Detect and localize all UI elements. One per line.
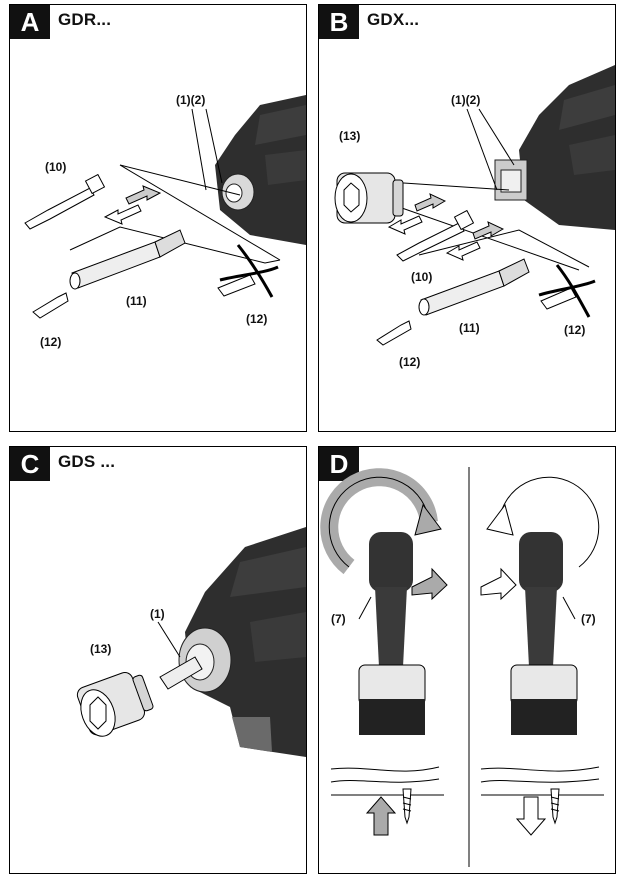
label-1-2: (1)(2) — [451, 93, 481, 107]
direction-arrow-icon — [445, 221, 505, 261]
screwdriver-bit-icon — [396, 209, 475, 262]
label-1-2: (1)(2) — [176, 93, 206, 107]
label-13: (13) — [339, 129, 361, 143]
drill-forward-illustration — [320, 468, 448, 836]
panel-c: C GDS ... (1) (13) — [9, 446, 307, 874]
label-13: (13) — [90, 642, 112, 656]
socket-icon — [76, 672, 154, 737]
label-11: (11) — [126, 294, 147, 308]
label-11: (11) — [459, 321, 480, 335]
panel-b-letter: B — [319, 5, 359, 39]
screwdriver-bit-icon — [32, 292, 69, 319]
direction-arrow-icon — [515, 796, 547, 836]
screwdriver-bit-icon — [376, 320, 412, 346]
screwdriver-bit-icon — [24, 173, 106, 230]
rotation-arrow-icon — [486, 468, 608, 575]
bit-holder-icon — [69, 229, 186, 290]
label-12: (12) — [40, 335, 62, 349]
cross-out-icon — [538, 264, 596, 318]
panel-d: D — [318, 446, 616, 874]
impact-driver-head-illustration — [494, 65, 615, 230]
panel-d-illustration — [320, 467, 608, 867]
label-10: (10) — [45, 160, 67, 174]
impact-driver-head-illustration — [178, 527, 306, 757]
socket-icon — [334, 172, 404, 224]
panel-c-illustration — [76, 527, 306, 757]
direction-arrow-icon — [480, 567, 517, 601]
label-7-right: (7) — [581, 612, 596, 626]
label-12-right: (12) — [564, 323, 586, 337]
rotation-arrow-icon — [320, 468, 442, 575]
panel-c-letter: C — [10, 447, 50, 481]
screw-icon — [550, 788, 560, 825]
direction-arrow-icon — [411, 567, 448, 601]
panel-b-title: GDX... — [367, 10, 420, 29]
direction-arrow-icon — [387, 193, 447, 235]
direction-arrow-icon — [103, 185, 162, 225]
panel-b: B GDX... — [318, 4, 616, 432]
panel-c-title: GDS ... — [58, 452, 116, 471]
panel-a-title: GDR... — [58, 10, 112, 29]
label-12: (12) — [399, 355, 421, 369]
drill-reverse-illustration — [480, 468, 608, 836]
direction-arrow-icon — [365, 796, 397, 836]
screw-icon — [402, 788, 412, 825]
panel-a-letter: A — [10, 5, 50, 39]
bit-holder-icon — [418, 258, 530, 316]
cross-out-icon — [217, 244, 279, 298]
label-1: (1) — [150, 607, 165, 621]
impact-driver-head-illustration — [215, 95, 306, 245]
panel-b-illustration — [334, 65, 615, 346]
panel-a: A GDR... — [9, 4, 307, 432]
label-7-left: (7) — [331, 612, 346, 626]
label-12-right: (12) — [246, 312, 268, 326]
panel-a-illustration — [24, 95, 306, 319]
label-10: (10) — [411, 270, 433, 284]
